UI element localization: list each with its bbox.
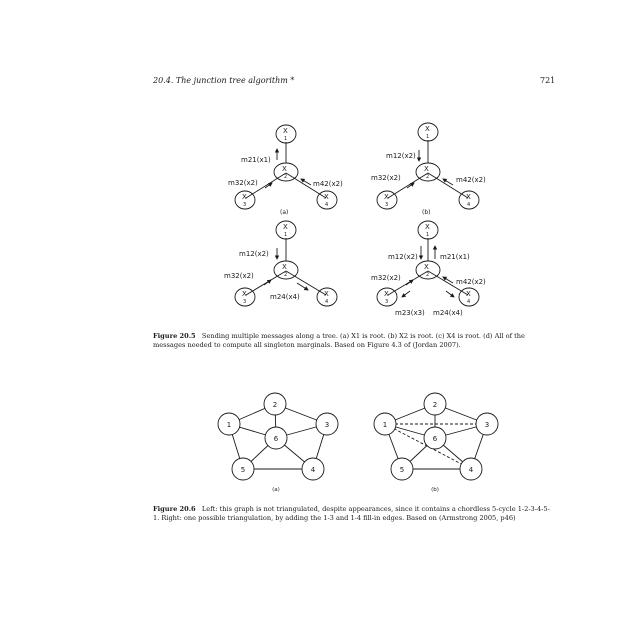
svg-text:X: X: [384, 290, 389, 298]
tree-panel-c: [234, 220, 338, 307]
graph-panel-b: [373, 392, 499, 481]
graph-node-label: 5: [241, 466, 245, 474]
svg-text:X: X: [384, 193, 389, 201]
tree-panel-a: [234, 124, 338, 210]
caption-text: Sending multiple messages along a tree. …: [153, 332, 525, 350]
caption-label: Figure 20.5: [153, 332, 196, 340]
message-label: m32(x2): [371, 274, 401, 282]
message-label: m12(x2): [388, 253, 418, 261]
message-label: m23(x3): [395, 309, 425, 317]
panel-label: (b): [422, 209, 431, 216]
caption-text: Left: this graph is not triangulated, de…: [153, 505, 550, 523]
svg-text:2: 2: [426, 272, 429, 278]
tree-panel-c-labels: X1 X2 X3 X4 m12(x2) m32(x2) m24(x4): [224, 223, 329, 305]
node-x3-label: X: [242, 193, 247, 201]
svg-text:1: 1: [284, 232, 287, 238]
svg-text:1: 1: [426, 134, 429, 140]
message-label: m21(x1): [440, 253, 470, 261]
svg-text:X: X: [466, 193, 471, 201]
svg-text:X: X: [324, 290, 329, 298]
figure-caption: Figure 20.5 Sending multiple messages al…: [153, 332, 551, 351]
svg-text:4: 4: [325, 202, 328, 208]
svg-text:2: 2: [284, 174, 287, 180]
message-label: m24(x4): [270, 293, 300, 301]
message-label: m42(x2): [313, 180, 343, 188]
tree-panel-a-labels: X1 X2 X3 X4 m21(x1) m32(x2) m42(x2) (a): [228, 127, 343, 216]
svg-text:X: X: [425, 223, 430, 231]
svg-text:X: X: [425, 125, 430, 133]
graph-node-label: 2: [433, 401, 437, 409]
svg-text:1: 1: [426, 232, 429, 238]
graph-panel-a-labels: 2 1 3 6 5 4 (a): [227, 401, 329, 493]
node-x2: [273, 162, 299, 182]
graph-node-label: 1: [227, 421, 231, 429]
panel-label: (a): [280, 209, 288, 216]
tree-panel-d-labels: X1 X2 X3 X4 m12(x2) m21(x1) m32(x2) m42(…: [371, 223, 486, 317]
svg-text:X: X: [282, 263, 287, 271]
figure-caption: Figure 20.6 Left: this graph is not tria…: [153, 505, 551, 524]
graph-node-label: 3: [325, 421, 329, 429]
node-x3: [234, 190, 256, 210]
fill-in-edge-1-4: [384, 423, 472, 470]
node-x1: [275, 124, 297, 144]
graph-node-label: 4: [311, 466, 316, 474]
graph-node-label: 5: [400, 466, 404, 474]
svg-text:3: 3: [385, 299, 388, 305]
svg-text:4: 4: [325, 299, 328, 305]
node-x4-label: X: [324, 193, 329, 201]
svg-text:4: 4: [467, 202, 470, 208]
graph-node-label: 1: [383, 421, 387, 429]
message-label: m12(x2): [239, 250, 269, 258]
svg-text:3: 3: [243, 202, 246, 208]
tree-panel-b: [376, 122, 480, 210]
graph-node-label: 3: [485, 421, 489, 429]
tree-panel-d: [376, 220, 480, 307]
graph-panel-b-labels: 2 1 3 6 5 4 (b): [383, 401, 489, 493]
svg-text:3: 3: [385, 202, 388, 208]
svg-text:4: 4: [467, 299, 470, 305]
running-header: 20.4. The junction tree algorithm *: [153, 76, 295, 85]
page-number: 721: [540, 76, 556, 85]
svg-text:X: X: [424, 165, 429, 173]
message-label: m24(x4): [433, 309, 463, 317]
graph-panel-a: [217, 392, 339, 481]
graph-node-label: 2: [273, 401, 277, 409]
panel-label: (a): [272, 487, 280, 493]
message-label: m32(x2): [371, 174, 401, 182]
graph-node-label: 6: [274, 435, 279, 443]
tree-panel-b-labels: X1 X2 X3 X4 m12(x2) m32(x2) m42(x2) (b): [371, 125, 486, 216]
svg-text:2: 2: [426, 174, 429, 180]
node-x1-label: X: [283, 127, 288, 135]
message-label: m32(x2): [228, 179, 258, 187]
svg-text:X: X: [242, 290, 247, 298]
message-label: m42(x2): [456, 176, 486, 184]
node-x4: [316, 190, 338, 210]
svg-text:3: 3: [243, 299, 246, 305]
message-label: m32(x2): [224, 272, 254, 280]
svg-text:X: X: [283, 223, 288, 231]
svg-text:2: 2: [284, 272, 287, 278]
panel-label: (b): [431, 487, 439, 493]
graph-node-label: 6: [433, 435, 438, 443]
message-label: m12(x2): [386, 152, 416, 160]
message-label: m42(x2): [456, 278, 486, 286]
node-x2-label: X: [282, 165, 287, 173]
svg-text:X: X: [424, 263, 429, 271]
svg-text:1: 1: [284, 136, 287, 142]
graph-node-label: 4: [469, 466, 474, 474]
message-label: m21(x1): [241, 156, 271, 164]
svg-text:X: X: [466, 290, 471, 298]
caption-label: Figure 20.6: [153, 505, 196, 513]
